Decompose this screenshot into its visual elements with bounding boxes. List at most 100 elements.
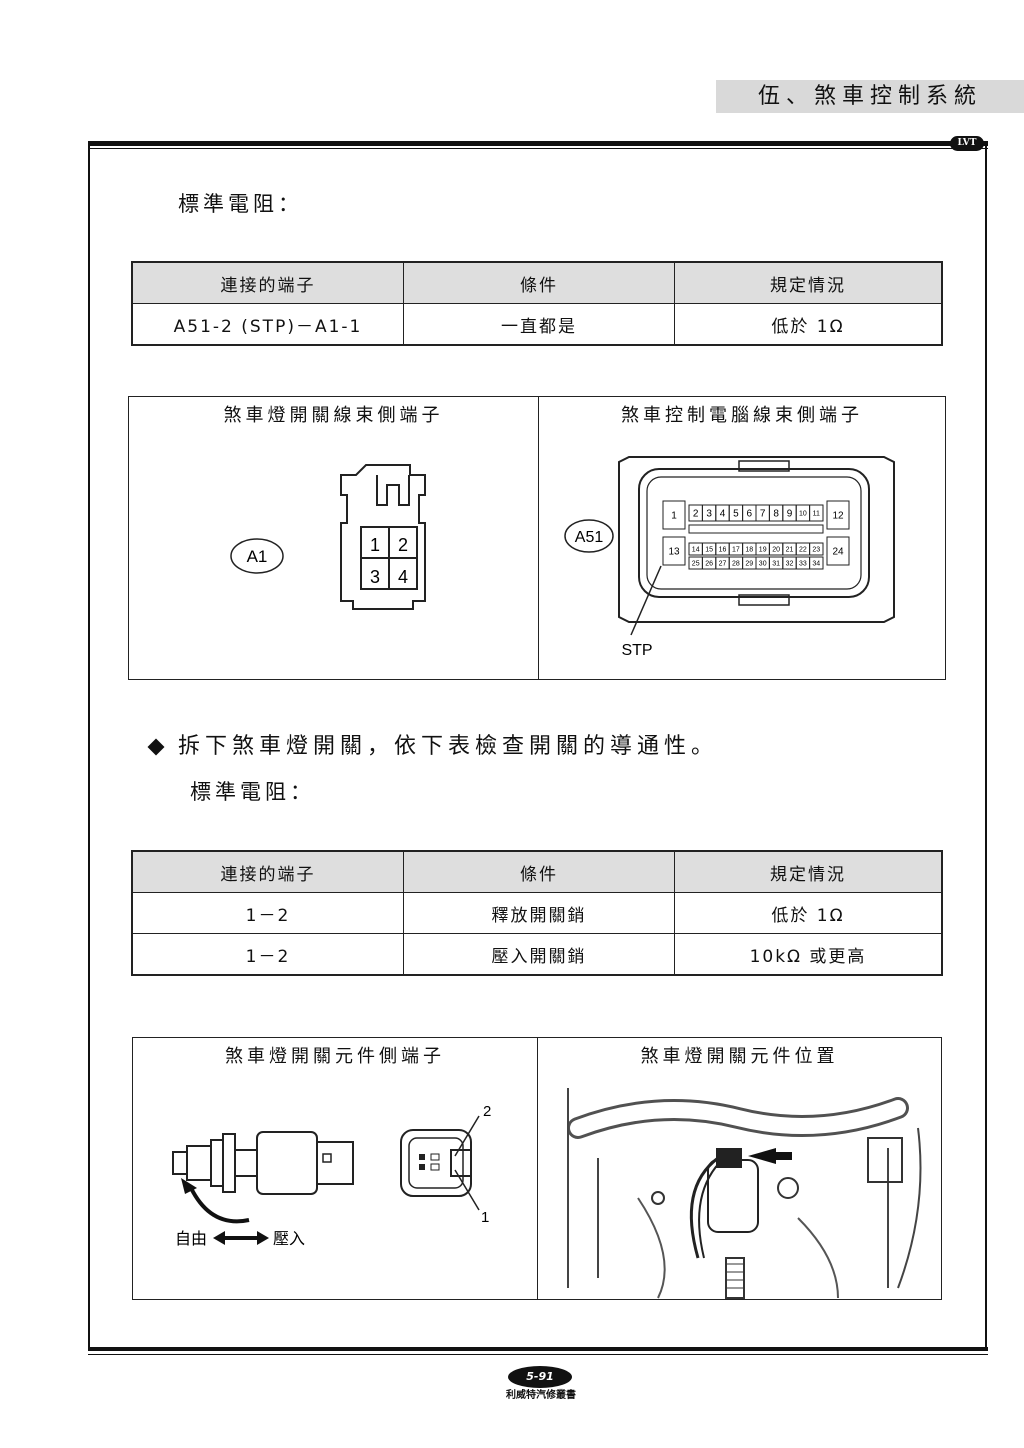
top-rule — [88, 141, 988, 146]
stp-label: STP — [621, 642, 652, 659]
pin-label: 28 — [732, 561, 740, 568]
pin-label: 7 — [760, 509, 766, 520]
cell-condition: 一直都是 — [403, 303, 675, 346]
table-row: 1－2 壓入開關銷 10kΩ 或更高 — [131, 933, 943, 976]
col-header-condition: 條件 — [403, 850, 675, 893]
col-header-spec: 規定情況 — [674, 261, 943, 304]
connector-label: A1 — [247, 547, 268, 566]
col-header-spec: 規定情況 — [674, 850, 943, 893]
pin-label: 4 — [720, 509, 726, 520]
cell-condition: 壓入開關銷 — [403, 933, 675, 976]
pin-label: 3 — [706, 509, 712, 520]
top-rule-thin — [88, 148, 988, 149]
pin-label: 12 — [832, 511, 844, 522]
panel-title: 煞車控制電腦線束側端子 — [621, 405, 863, 426]
panel-title: 煞車燈開關元件位置 — [640, 1046, 839, 1067]
pin-cell — [809, 556, 824, 570]
connector-label: A51 — [575, 529, 604, 546]
pin-label: 2 — [693, 509, 699, 520]
instruction-line: 拆下煞車燈開關，依下表檢查開關的導通性。 — [147, 728, 719, 760]
pin-label: 8 — [773, 509, 779, 520]
free-label: 自由 — [175, 1230, 207, 1248]
pin-label: 23 — [812, 547, 820, 554]
pin-label: 20 — [772, 547, 780, 554]
cell-condition: 釋放開關銷 — [403, 892, 675, 934]
switch-terminal-panel: 煞車燈開關元件側端子 自由 壓入 2 1 — [132, 1037, 538, 1300]
pin-label: 25 — [692, 561, 700, 568]
standard-resistance-heading: 標準電阻： — [178, 192, 303, 216]
pin-label: 6 — [747, 509, 753, 520]
pin-label: 30 — [759, 561, 767, 568]
pin-cell — [826, 536, 850, 566]
pin-label: 22 — [799, 547, 807, 554]
pin-2-label: 2 — [483, 1103, 491, 1120]
switch-location-panel: 煞車燈開關元件位置 — [537, 1037, 942, 1300]
pin-label: 10 — [799, 511, 807, 518]
pin-label: 24 — [832, 547, 844, 558]
pin-label: 19 — [759, 547, 767, 554]
cell-spec: 10kΩ 或更高 — [674, 933, 943, 976]
switch-location-photo — [538, 1068, 941, 1299]
cell-terminal: 1－2 — [131, 933, 404, 976]
col-header-terminal: 連接的端子 — [131, 261, 404, 304]
pin-cell — [809, 504, 824, 522]
lvt-logo: LVT — [950, 136, 984, 151]
pin-label: 5 — [733, 509, 739, 520]
pin-label: 9 — [787, 509, 793, 520]
diamond-bullet-icon — [147, 738, 165, 756]
connector-a1-panel: 煞車燈開關線束側端子 A1 1 2 3 4 — [128, 396, 539, 680]
pin-label: 11 — [813, 511, 820, 518]
connector-a1-drawing: A1 1 2 3 4 — [230, 464, 426, 610]
resistance-table-1: 連接的端子 條件 規定情況 A51-2 (STP)－A1-1 一直都是 低於 1… — [131, 261, 943, 346]
pin-cell — [662, 536, 686, 566]
pin-cell — [662, 500, 686, 530]
pin-label: 1 — [671, 511, 677, 522]
pin-label: 33 — [799, 561, 807, 568]
standard-resistance-heading: 標準電阻： — [190, 780, 315, 804]
pin-1-label: 1 — [481, 1209, 489, 1226]
pin-label: 29 — [745, 561, 753, 568]
pin-cell — [809, 542, 824, 556]
pin-label: 1 — [370, 535, 380, 555]
page-frame — [88, 146, 987, 1349]
section-title: 伍、煞車控制系統 — [716, 80, 1024, 113]
pin-label: 31 — [772, 561, 780, 568]
pin-label: 26 — [705, 561, 713, 568]
cell-spec: 低於 1Ω — [674, 303, 943, 346]
cell-spec: 低於 1Ω — [674, 892, 943, 934]
cell-terminal: A51-2 (STP)－A1-1 — [131, 303, 404, 346]
col-header-condition: 條件 — [403, 261, 675, 304]
page-number: 5-91 — [508, 1366, 572, 1388]
panel-title: 煞車燈開關線束側端子 — [223, 405, 444, 426]
table-row: 1－2 釋放開關銷 低於 1Ω — [131, 892, 943, 934]
bottom-rule — [88, 1347, 988, 1351]
connector-key-slot — [688, 524, 824, 534]
pin-label: 18 — [745, 547, 753, 554]
pin-label: 21 — [786, 547, 794, 554]
pin-label: 3 — [370, 567, 380, 587]
pin-label: 4 — [398, 567, 408, 587]
pin-label: 27 — [719, 561, 727, 568]
pin-label: 17 — [732, 547, 740, 554]
table-row: A51-2 (STP)－A1-1 一直都是 低於 1Ω — [131, 303, 943, 346]
resistance-table-2: 連接的端子 條件 規定情況 1－2 釋放開關銷 低於 1Ω 1－2 壓入開關銷 … — [131, 850, 943, 976]
press-label: 壓入 — [273, 1230, 305, 1248]
pin-label: 2 — [398, 535, 408, 555]
pin-cell — [826, 500, 850, 530]
pin-label: 34 — [812, 561, 820, 568]
cell-terminal: 1－2 — [131, 892, 404, 934]
panel-title: 煞車燈開關元件側端子 — [225, 1046, 445, 1067]
pin-label: 15 — [705, 547, 713, 554]
pin-label: 13 — [668, 547, 680, 558]
bottom-rule-thin — [88, 1354, 988, 1355]
col-header-terminal: 連接的端子 — [131, 850, 404, 893]
publisher: 利威特汽修叢書 — [506, 1390, 576, 1401]
pin-label: 16 — [719, 547, 727, 554]
pin-label: 14 — [692, 547, 700, 554]
switch-terminal-drawing: 自由 壓入 2 1 — [172, 1103, 491, 1248]
instruction-text: 拆下煞車燈開關，依下表檢查開關的導通性。 — [178, 734, 719, 759]
pin-label: 32 — [786, 561, 794, 568]
